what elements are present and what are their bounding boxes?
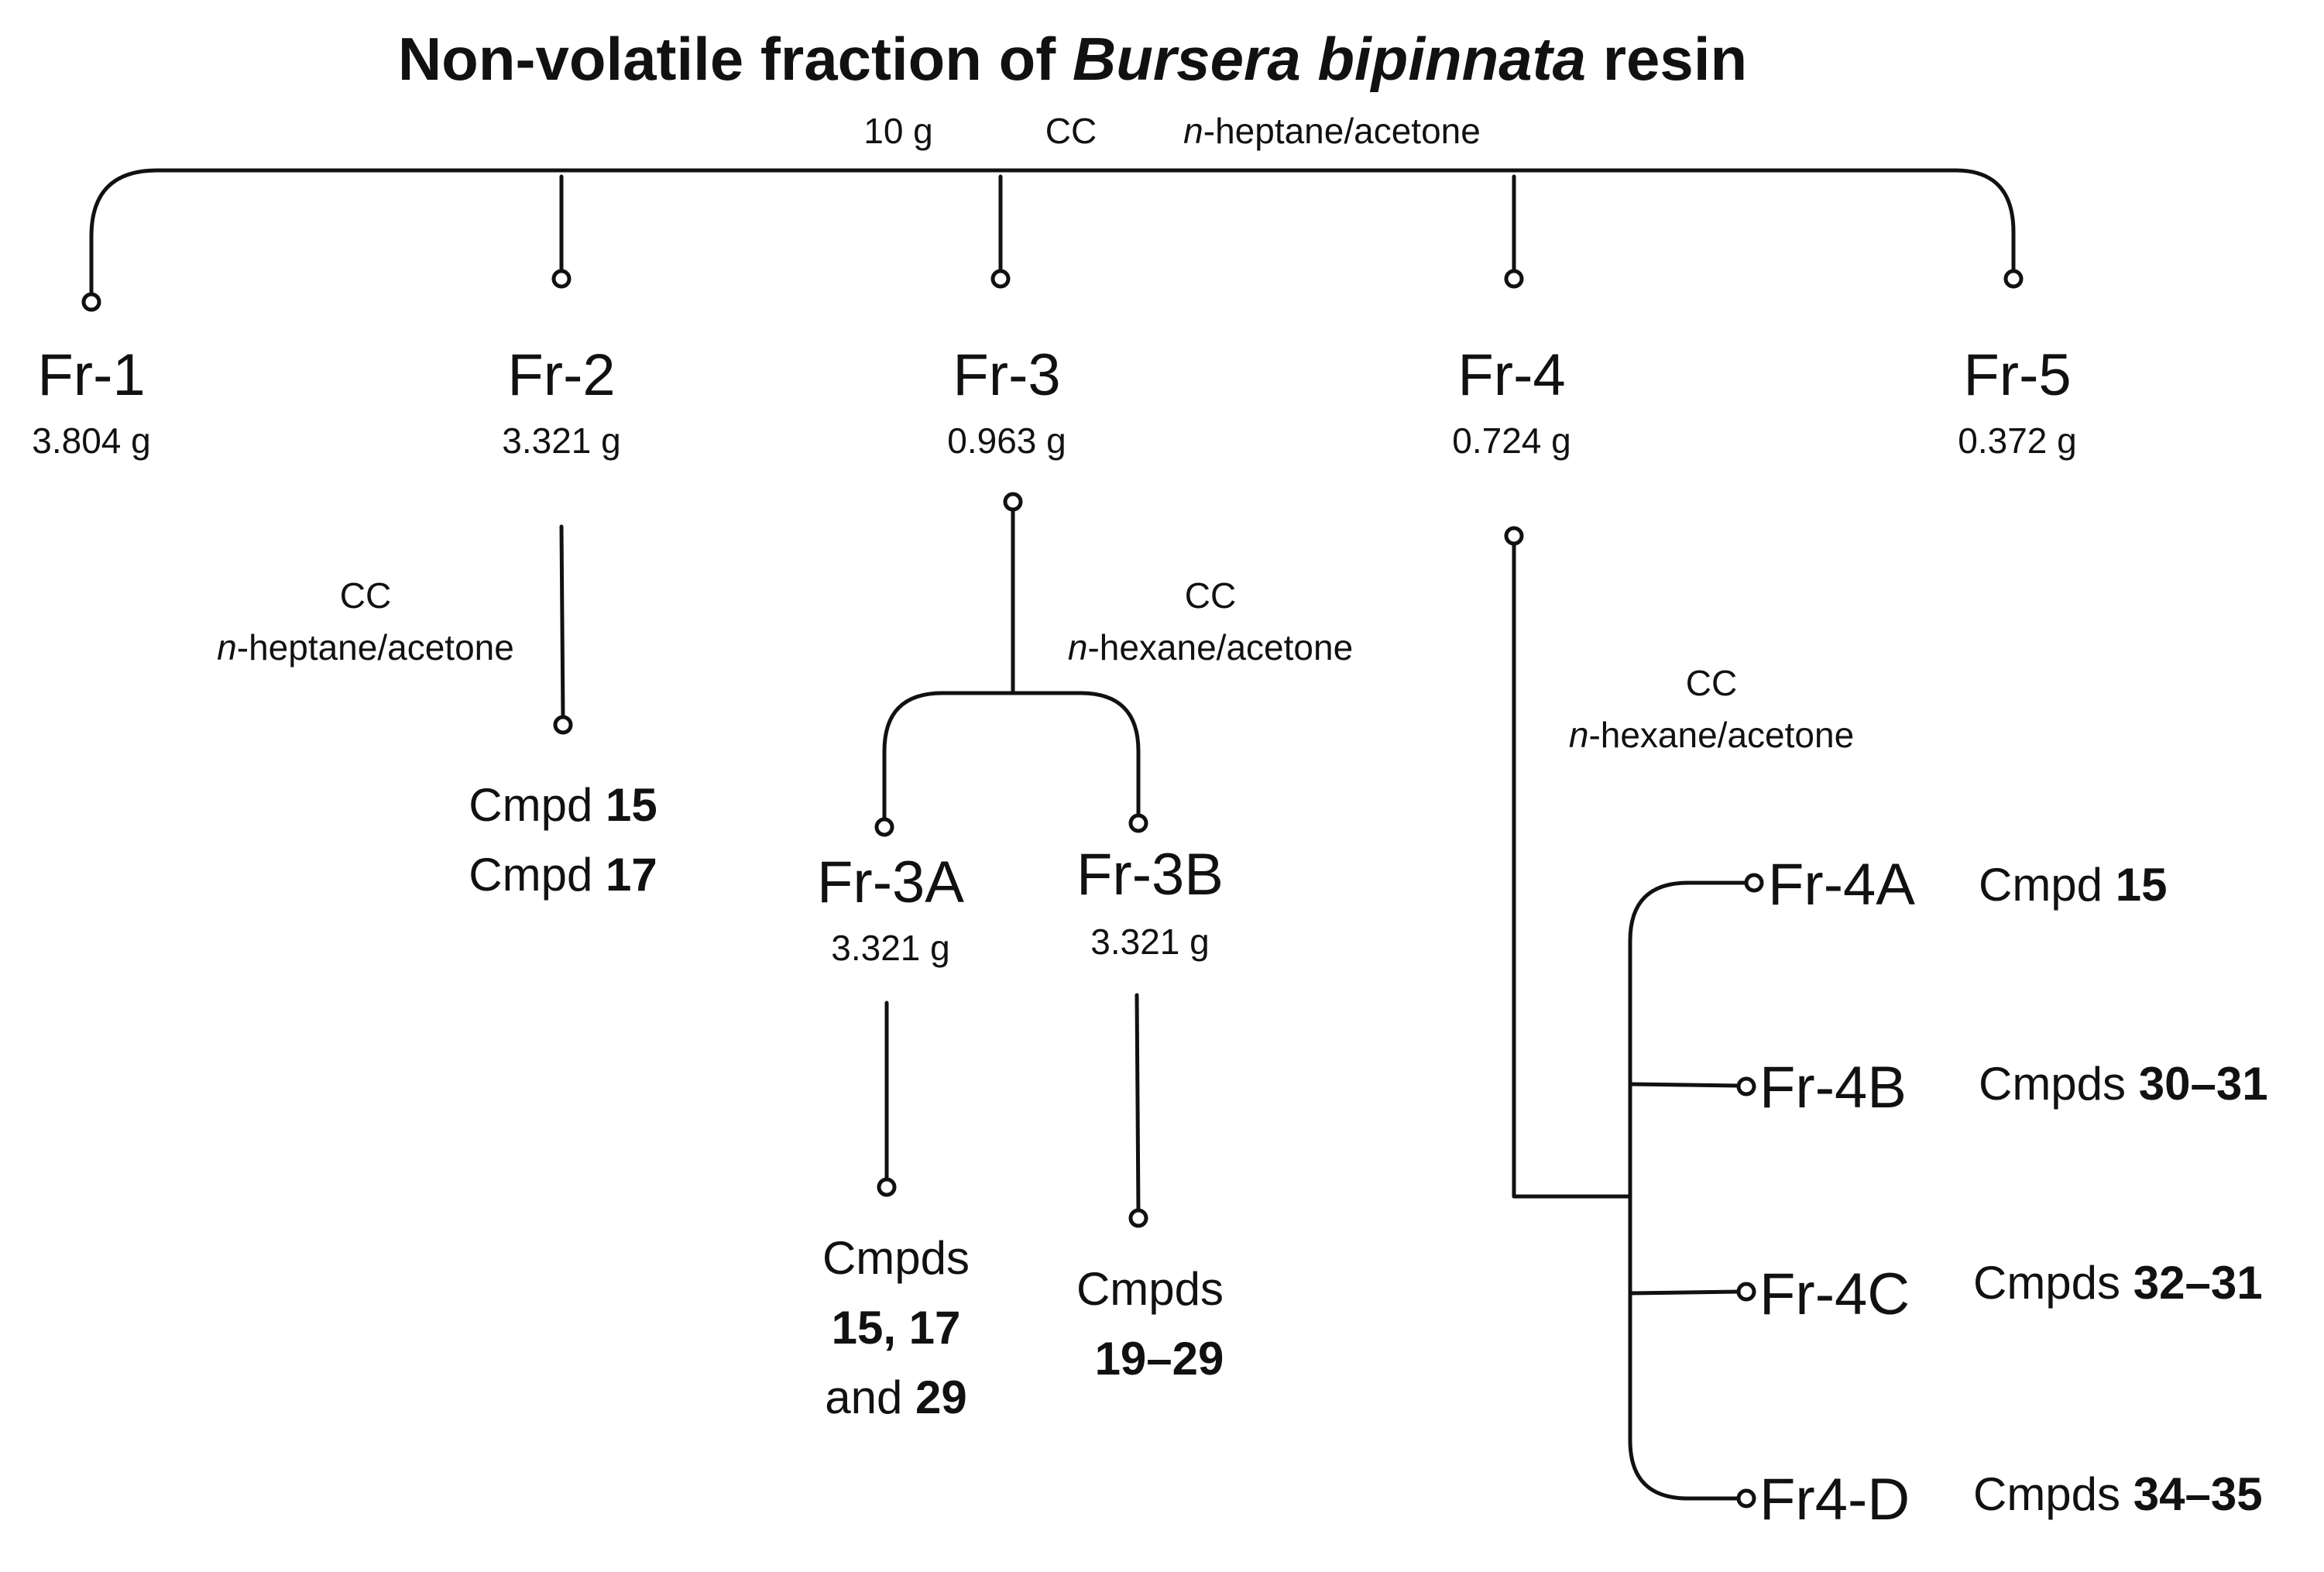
fr4c-name: Fr-4C <box>1759 1261 1910 1327</box>
fraction-fr4-mass: 0.724 g <box>1452 420 1571 461</box>
node-fr3a <box>874 817 894 837</box>
fraction-fr5-mass: 0.372 g <box>1958 420 2076 461</box>
fraction-fr2-name: Fr-2 <box>507 342 615 408</box>
node-fr4-start <box>1504 526 1524 546</box>
fr4d-name: Fr4-D <box>1759 1467 1910 1533</box>
fr4b-name: Fr-4B <box>1759 1055 1907 1121</box>
fr3b-branch-line <box>1135 993 1141 1214</box>
node-fr5 <box>2003 269 2024 289</box>
fraction-fr2-mass: 3.321 g <box>502 420 620 461</box>
node-fr3a-end <box>877 1177 897 1197</box>
node-fr4d <box>1736 1488 1756 1509</box>
fr2-cc-solvent: n-heptane/acetone <box>217 627 514 668</box>
node-fr1 <box>81 292 101 312</box>
fr2-compound-2: Cmpd 17 <box>469 849 657 901</box>
fraction-fr4-name: Fr-4 <box>1457 342 1565 408</box>
main-bracket <box>89 168 2016 300</box>
node-fr3b <box>1128 813 1148 833</box>
node-fr4c <box>1736 1282 1756 1302</box>
node-fr4a <box>1744 873 1764 893</box>
fr4a-name: Fr-4A <box>1768 852 1915 918</box>
fr2-cc-method: CC <box>340 575 391 616</box>
fraction-fr3-mass: 0.963 g <box>947 420 1066 461</box>
fr3b-compounds-label: Cmpds <box>1076 1263 1224 1315</box>
node-fr2-end <box>553 715 573 735</box>
fr4d-compounds: Cmpds 34–35 <box>1973 1468 2263 1520</box>
node-fr4b <box>1736 1076 1756 1097</box>
fraction-fr1-mass: 3.804 g <box>32 420 150 461</box>
node-fr3-start <box>1003 492 1023 512</box>
fr4b-compounds: Cmpds 30–31 <box>1979 1058 2268 1110</box>
fr2-compound-1: Cmpd 15 <box>469 779 657 831</box>
fraction-fr1-name: Fr-1 <box>37 342 145 408</box>
fr4c-compounds: Cmpds 32–31 <box>1973 1257 2263 1309</box>
main-cc-solvent: n-heptane/acetone <box>1183 111 1481 151</box>
fr4-cc-method: CC <box>1686 663 1737 703</box>
fr3-cc-solvent: n-hexane/acetone <box>1068 627 1353 668</box>
fraction-fr3-name: Fr-3 <box>953 342 1060 408</box>
fr3a-mass: 3.321 g <box>831 928 949 968</box>
fr3a-compounds-numbers: 15, 17 <box>832 1302 961 1354</box>
fr3b-name: Fr-3B <box>1076 842 1224 908</box>
fr3b-compounds-numbers: 19–29 <box>1095 1333 1224 1385</box>
node-fr3 <box>990 269 1011 289</box>
fr3b-mass: 3.321 g <box>1090 922 1209 962</box>
fr3a-compounds-extra: and 29 <box>825 1371 967 1423</box>
diagram-title: Non-volatile fraction of Bursera bipinna… <box>398 25 1747 93</box>
fr4-cc-solvent: n-hexane/acetone <box>1569 715 1854 755</box>
fr3-bracket <box>882 691 1141 823</box>
main-cc-method: CC <box>1045 111 1097 151</box>
node-fr2 <box>551 269 572 289</box>
fr4c-connector <box>1628 1289 1741 1296</box>
fr3-cc-method: CC <box>1185 575 1236 616</box>
node-fr3b-end <box>1128 1208 1148 1228</box>
fr3a-compounds-label: Cmpds <box>822 1232 970 1284</box>
node-fr4 <box>1504 269 1524 289</box>
fr4a-compounds: Cmpd 15 <box>1979 859 2167 911</box>
fr4b-connector <box>1628 1082 1741 1088</box>
fraction-fr5-name: Fr-5 <box>1963 342 2071 408</box>
fr3a-name: Fr-3A <box>817 849 964 915</box>
fr2-branch-line <box>559 524 565 721</box>
main-sample-mass: 10 g <box>863 111 933 151</box>
fr4-bracket <box>1628 880 1749 1501</box>
